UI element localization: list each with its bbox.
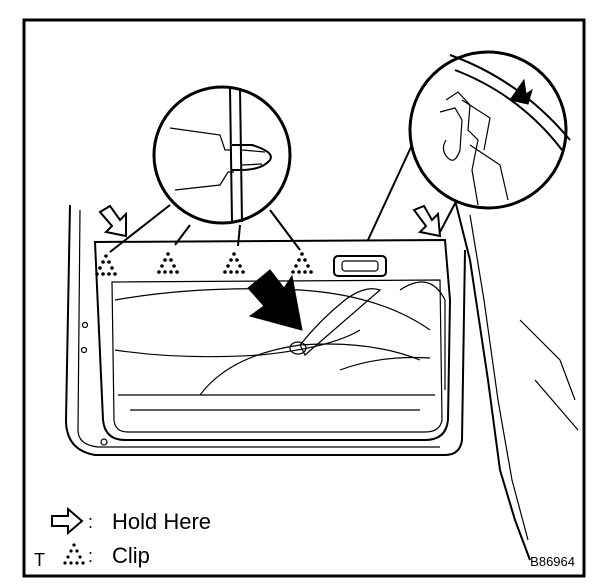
figure-code: B86964: [530, 554, 575, 569]
clip-marker-icon: [223, 252, 245, 274]
legend-separator: :: [88, 512, 93, 532]
door-frame: [64, 199, 579, 561]
pull-direction-arrow-icon: [247, 269, 303, 331]
hold-here-arrow-icon: [98, 204, 127, 238]
clip-markers: [95, 252, 313, 276]
clip-marker-icon: [291, 252, 313, 274]
hollow-arrow-icon: [51, 506, 84, 536]
clip-detail-magnifier: [109, 85, 301, 253]
legend-hold-label: Hold Here: [112, 509, 211, 534]
figure-frame: [22, 18, 586, 578]
corner-mark: T: [34, 550, 45, 570]
door-trim-panel: [93, 238, 452, 441]
release-direction-arrow-icon: [509, 78, 533, 105]
legend-clip-label: Clip: [112, 543, 150, 568]
legend-separator: :: [88, 546, 93, 566]
lip-detail-magnifier: [367, 50, 571, 241]
hold-here-arrow-icon: [412, 204, 442, 238]
clip-marker-icon: [157, 252, 179, 274]
dotted-triangle-icon: [63, 543, 85, 565]
clip-marker-icon: [95, 254, 117, 276]
legend: : Hold Here T : Clip: [34, 506, 211, 570]
